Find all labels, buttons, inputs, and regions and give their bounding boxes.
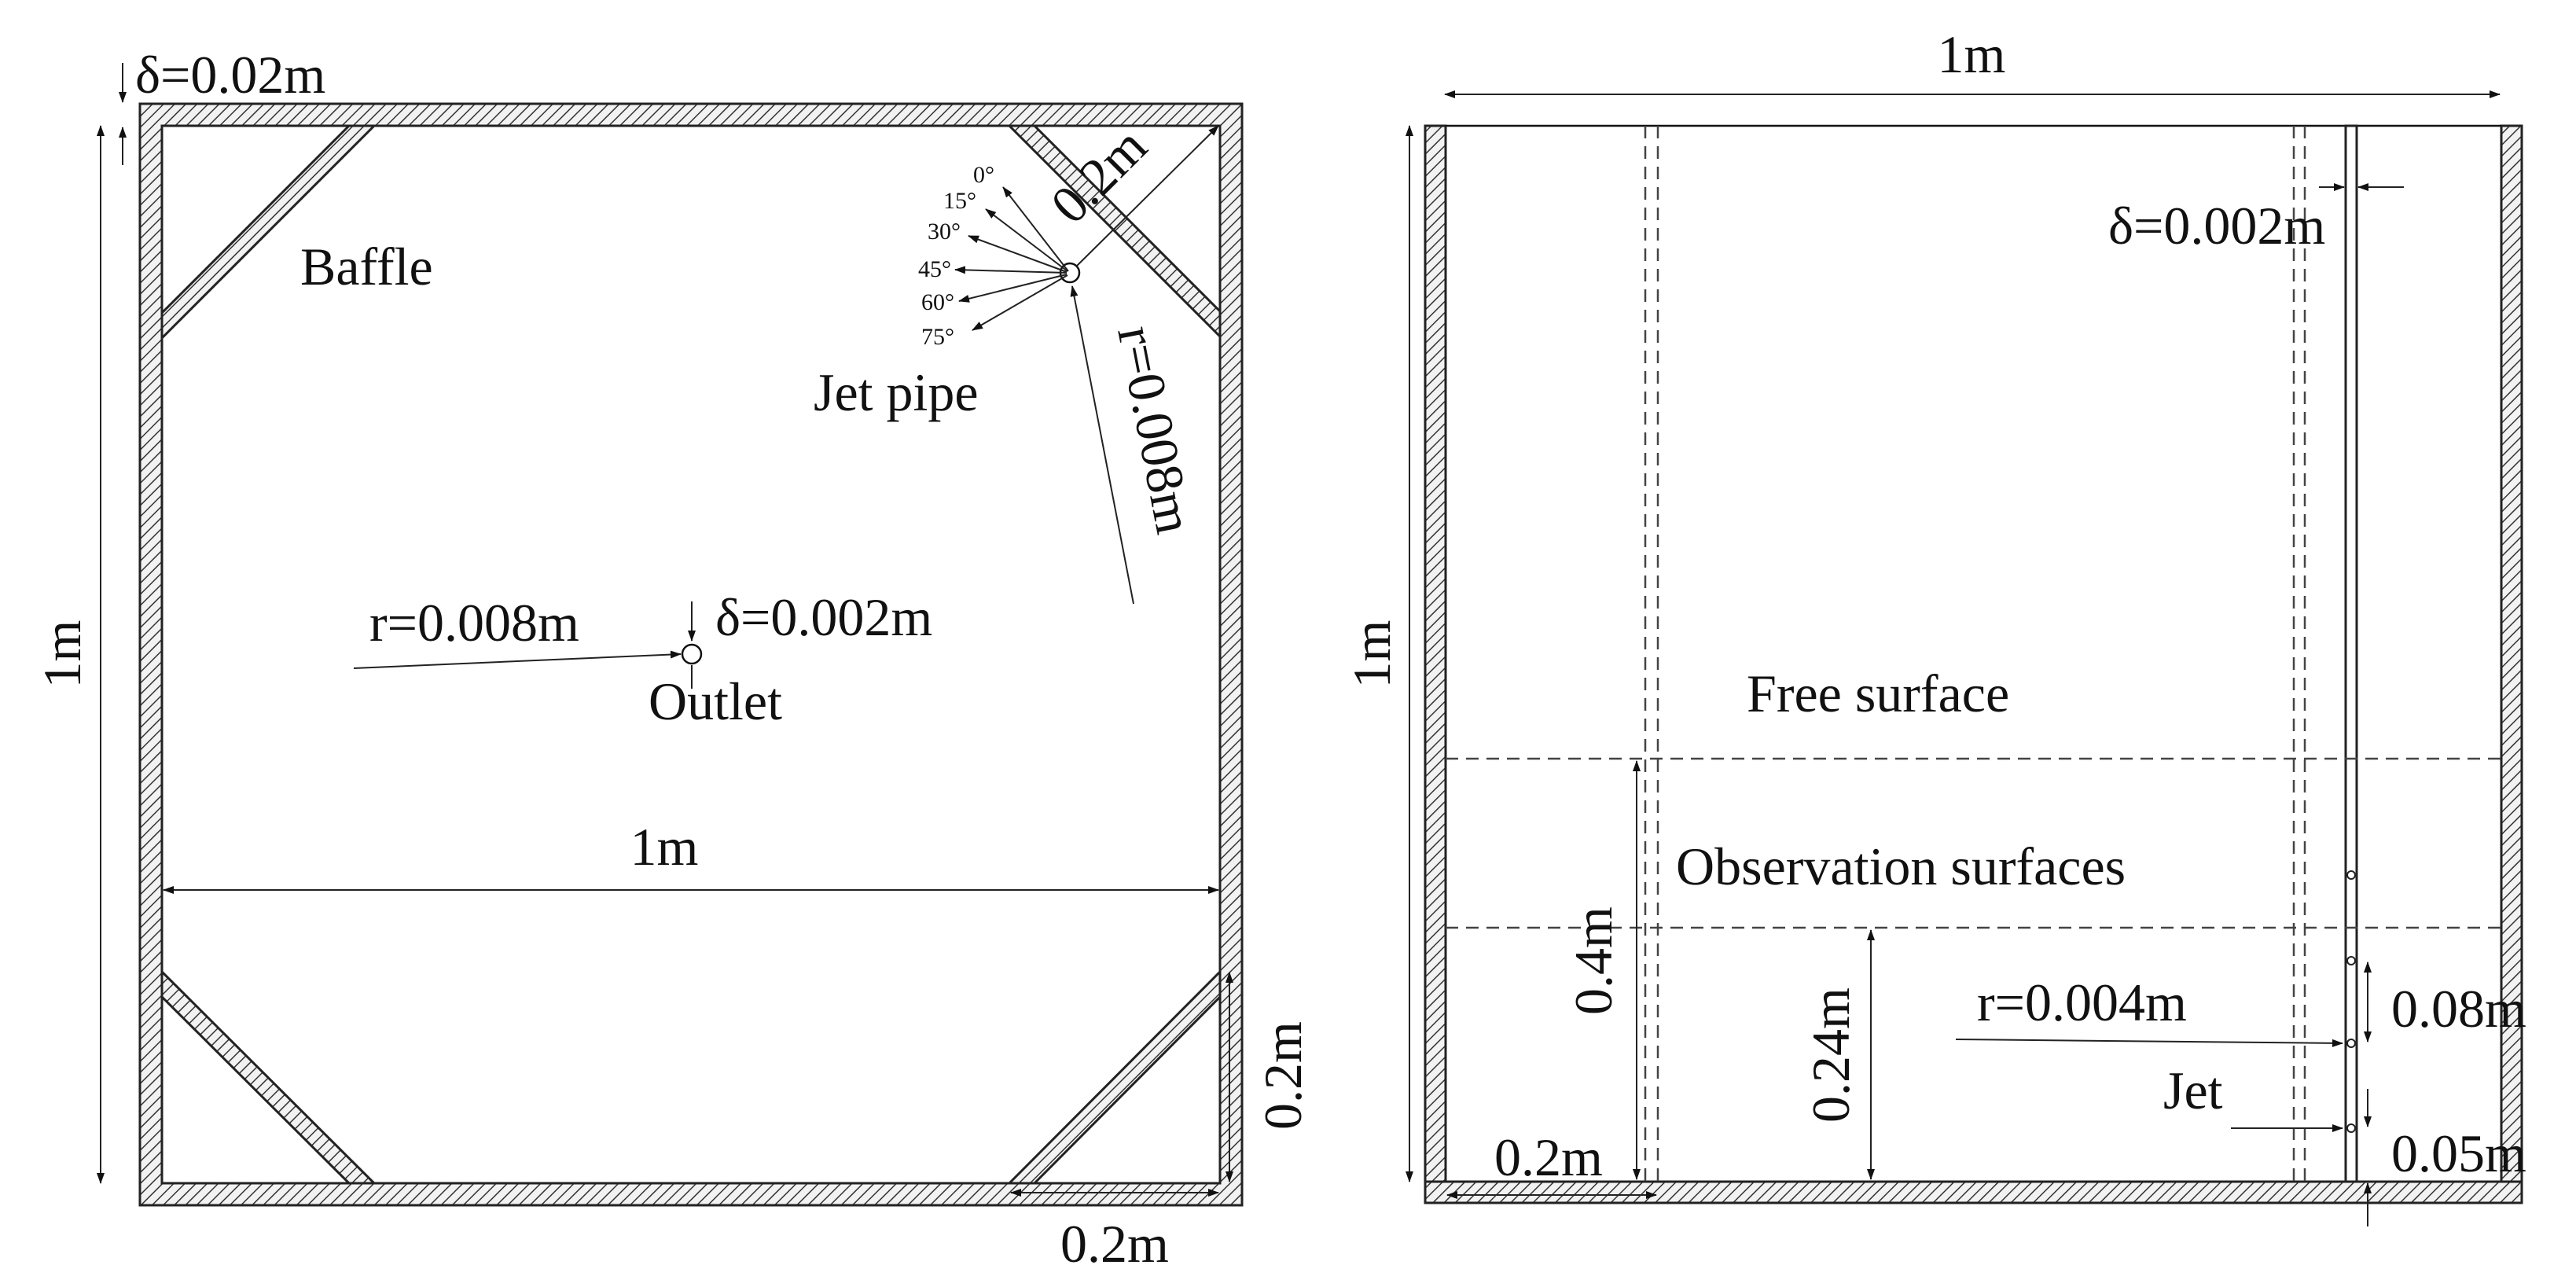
- baffle-top-right: [1006, 124, 1222, 340]
- baffle-label: Baffle: [300, 237, 433, 296]
- side-jet-radius-label: r=0.004m: [1977, 973, 2187, 1032]
- ray-0: [1002, 186, 1069, 272]
- outlet-circle: [681, 643, 703, 665]
- jet-distance-dimension: [1076, 125, 1219, 267]
- side-baffle-width-label: 0.2m: [1494, 1127, 1603, 1187]
- outlet-thickness-label: δ=0.002m: [715, 587, 932, 647]
- side-jet-radius-leader: [1955, 1039, 2343, 1047]
- side-height-label: 1m: [1342, 620, 1402, 689]
- ray-15: [985, 208, 1068, 272]
- baffle-bottom-left: [160, 969, 377, 1185]
- ray-45: [954, 266, 1068, 274]
- side-jet-hole-3: [2346, 1039, 2356, 1048]
- side-jet-hole-2: [2346, 956, 2356, 965]
- height-04-label: 0.4m: [1564, 906, 1623, 1015]
- side-jet-label: Jet: [2163, 1061, 2223, 1120]
- wall-thickness-label: δ=0.02m: [135, 45, 325, 105]
- outlet-radius-leader: [353, 650, 682, 669]
- angle-label-75: 75°: [921, 324, 954, 350]
- side-jet-hole-1: [2346, 870, 2356, 880]
- baffle-top-left: [160, 124, 377, 341]
- angle-label-60: 60°: [921, 289, 954, 315]
- angle-label-45: 45°: [918, 256, 951, 282]
- angle-label-0: 0°: [973, 162, 994, 188]
- jet-pipe-angles: 0° 15° 30° 45° 60° 75°: [918, 162, 1081, 350]
- side-jet-hole-4: [2346, 1123, 2356, 1133]
- bottom-baffle-label: 0.2m: [1060, 1214, 1169, 1274]
- jet-distance-label: 0.2m: [1039, 116, 1158, 234]
- baffle-bottom-right: [1006, 969, 1222, 1185]
- ray-75: [972, 274, 1068, 331]
- angle-label-30: 30°: [928, 219, 961, 245]
- ray-60: [958, 274, 1068, 303]
- jet-radius-label: r=0.008m: [1106, 321, 1205, 538]
- height-024-label: 0.24m: [1801, 987, 1861, 1123]
- right-baffle-label: 0.2m: [1253, 1021, 1313, 1130]
- outlet-label: Outlet: [649, 671, 782, 731]
- side-left-wall: [1424, 124, 1447, 1204]
- spacing-008-label: 0.08m: [2391, 979, 2526, 1039]
- free-surface-label: Free surface: [1747, 664, 2009, 723]
- ray-30: [968, 235, 1068, 273]
- observation-surfaces-label: Observation surfaces: [1676, 837, 2126, 896]
- side-right-wall: [2500, 124, 2523, 1204]
- side-width-label: 1m: [1938, 24, 2006, 84]
- side-view: 1m 1m δ=0.002m Free surface Observation …: [1342, 24, 2526, 1226]
- outlet-radius-label: r=0.008m: [369, 593, 579, 653]
- spacing-005-label: 0.05m: [2391, 1123, 2526, 1183]
- jet-pipe-label: Jet pipe: [814, 362, 979, 422]
- top-view: δ=0.02m 1m 1m Baffle Jet pipe 0° 15° 30°…: [32, 45, 1313, 1274]
- top-view-wall: [138, 102, 1244, 1207]
- jet-radius-leader: [1070, 285, 1134, 605]
- top-height-label: 1m: [32, 620, 92, 689]
- top-width-label: 1m: [630, 817, 699, 877]
- side-jet-pipe: [2344, 124, 2358, 1183]
- pipe-thickness-label: δ=0.002m: [2108, 196, 2325, 256]
- angle-label-15: 15°: [943, 188, 976, 214]
